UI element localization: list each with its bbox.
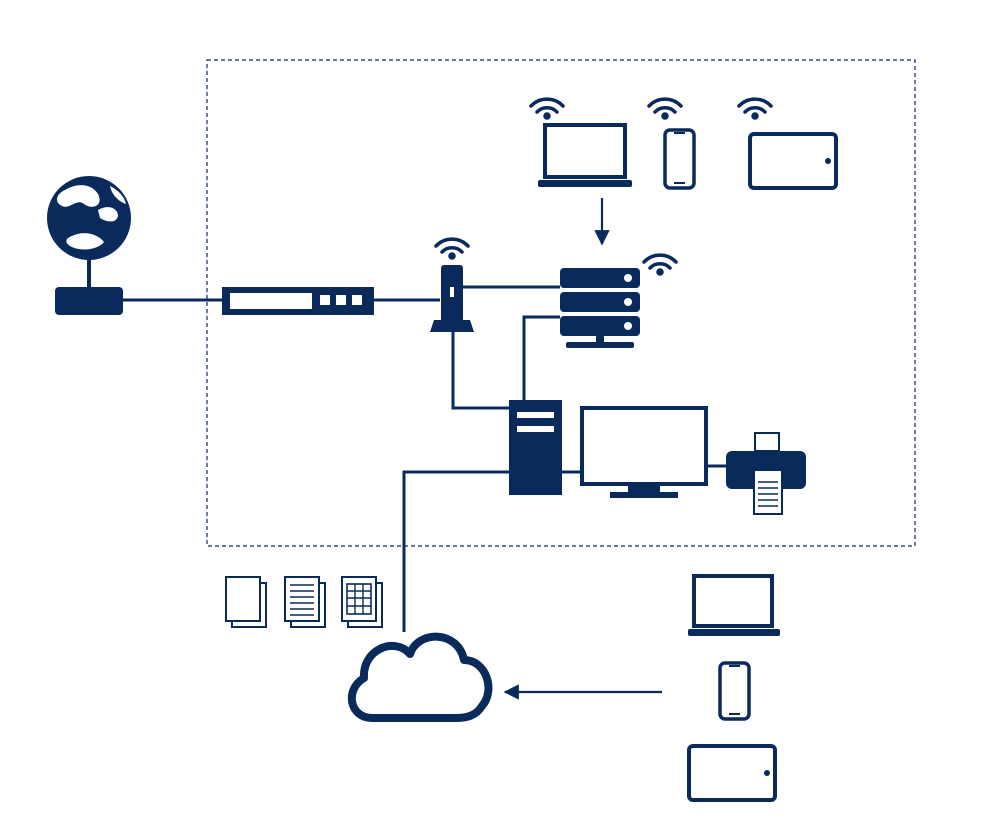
local-network-boundary: [206, 59, 916, 547]
wifi-router-icon: [430, 265, 474, 332]
document-icon: [225, 576, 267, 628]
tablet-icon: [748, 132, 838, 190]
text-document-icon: [284, 576, 326, 628]
server-stack-icon: [560, 268, 640, 348]
smartphone-icon: [663, 128, 696, 190]
firewall-appliance-icon: [222, 287, 374, 315]
network-terminal-icon: [55, 287, 123, 315]
connections: [122, 285, 726, 632]
wifi-signal-icon: [737, 97, 773, 120]
printer-icon: [726, 432, 806, 515]
smartphone-icon: [718, 661, 751, 721]
spreadsheet-document-icon: [341, 576, 383, 628]
link-router-tower: [451, 332, 509, 410]
monitor-icon: [580, 406, 708, 498]
wifi-signal-icon: [434, 237, 470, 260]
laptop-icon: [688, 574, 780, 636]
laptop-icon: [538, 123, 632, 187]
link-server-tower: [522, 315, 560, 400]
link-tower-cloud: [402, 470, 509, 632]
wifi-signal-icon: [642, 253, 678, 276]
tablet-icon: [687, 744, 777, 802]
wifi-signal-icon: [529, 97, 565, 120]
pc-tower-icon: [509, 400, 562, 495]
globe-icon: [47, 176, 131, 290]
wifi-signal-icon: [647, 97, 683, 120]
cloud-icon: [347, 632, 493, 722]
